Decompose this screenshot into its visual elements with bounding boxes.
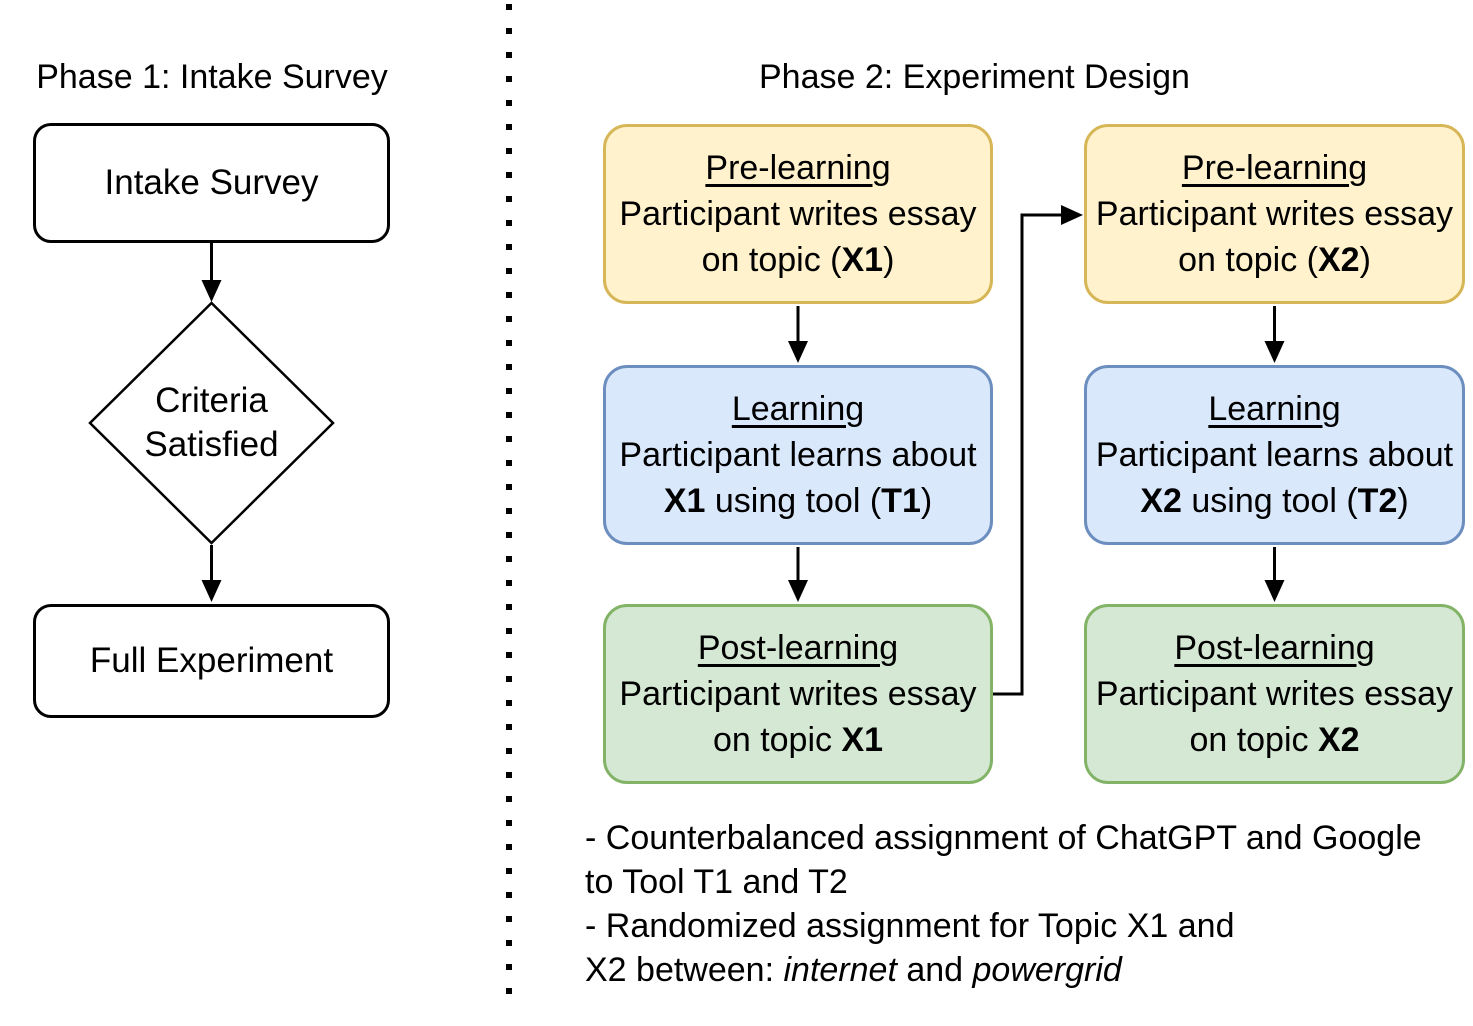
- learning-box-x1: Learning Participant learns about X1 usi…: [603, 365, 993, 545]
- pre2-line3: on topic (X2): [1178, 241, 1371, 279]
- design-notes: - Counterbalanced assignment of ChatGPT …: [585, 816, 1473, 992]
- arrow-learn1-to-post1: [788, 547, 808, 602]
- criteria-diamond-label: Criteria Satisfied: [101, 379, 322, 467]
- criteria-line1: Criteria: [155, 381, 268, 420]
- post1-line2: Participant writes essay: [619, 675, 977, 713]
- intake-survey-label: Intake Survey: [104, 163, 319, 202]
- intake-survey-node: Intake Survey: [33, 123, 390, 243]
- arrow-post1-to-pre2: [993, 205, 1083, 696]
- arrow-pre1-to-learn1: [788, 306, 808, 363]
- full-experiment-node: Full Experiment: [33, 604, 390, 718]
- learn2-line3: X2 using tool (T2): [1140, 482, 1409, 520]
- pre2-line2: Participant writes essay: [1095, 195, 1454, 233]
- arrow-criteria-to-full: [201, 545, 222, 602]
- criteria-line2: Satisfied: [144, 425, 279, 464]
- arrow-intake-to-criteria: [201, 243, 222, 302]
- arrow-pre2-to-learn2: [1264, 306, 1285, 363]
- post-learning-box-x1: Post-learning Participant writes essay o…: [603, 604, 993, 784]
- learn1-heading: Learning: [731, 390, 865, 428]
- pre2-heading: Pre-learning: [1181, 149, 1368, 187]
- learn1-line3: X1 using tool (T1): [663, 482, 933, 520]
- learn2-heading: Learning: [1208, 390, 1341, 428]
- phase2-title: Phase 2: Experiment Design: [759, 58, 1190, 96]
- pre-learning-box-x1: Pre-learning Participant writes essay on…: [603, 124, 993, 304]
- arrow-learn2-to-post2: [1264, 547, 1285, 602]
- full-experiment-label: Full Experiment: [89, 641, 334, 680]
- post2-line3: on topic X2: [1189, 721, 1360, 759]
- post1-heading: Post-learning: [697, 629, 899, 667]
- pre-learning-box-x2: Pre-learning Participant writes essay on…: [1084, 124, 1465, 304]
- learn2-line2: Participant learns about: [1095, 436, 1454, 474]
- note-line3: - Randomized assignment for Topic X1 and: [585, 907, 1235, 945]
- note-line1: - Counterbalanced assignment of ChatGPT …: [585, 819, 1422, 857]
- pre1-heading: Pre-learning: [705, 149, 891, 187]
- post2-heading: Post-learning: [1174, 629, 1375, 667]
- learning-box-x2: Learning Participant learns about X2 usi…: [1084, 365, 1465, 545]
- note-line4: X2 between: internet and powergrid: [585, 951, 1122, 989]
- post1-line3: on topic X1: [712, 721, 884, 759]
- learn1-line2: Participant learns about: [619, 436, 977, 474]
- post2-line2: Participant writes essay: [1095, 675, 1454, 713]
- note-line2: to Tool T1 and T2: [585, 863, 848, 901]
- phase1-title: Phase 1: Intake Survey: [36, 58, 388, 96]
- pre1-line3: on topic (X1): [701, 241, 895, 279]
- pre1-line2: Participant writes essay: [619, 195, 977, 233]
- phase-divider-dotted-line: [506, 4, 512, 1008]
- post-learning-box-x2: Post-learning Participant writes essay o…: [1084, 604, 1465, 784]
